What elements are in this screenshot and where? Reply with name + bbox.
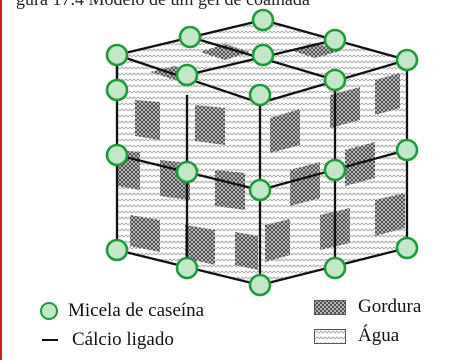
casein-micelle-node [395, 236, 419, 260]
margin-rule [0, 0, 2, 360]
casein-micelle-node [175, 63, 199, 87]
casein-micelle-node [248, 178, 272, 202]
casein-micelle-node [395, 138, 419, 162]
casein-micelle-node [251, 43, 275, 67]
casein-micelle-node [105, 43, 129, 67]
fat-swatch [314, 299, 346, 315]
casein-micelle-node [248, 83, 272, 107]
casein-micelle-node [105, 78, 129, 102]
legend-calcium: Cálcio ligado [42, 329, 174, 351]
calcium-swatch [42, 338, 58, 342]
casein-micelle-node [251, 8, 275, 32]
casein-micelle-node [178, 25, 202, 49]
legend-fat: Gordura [314, 296, 421, 318]
casein-micelle-node [105, 238, 129, 262]
casein-micelle-node [248, 273, 272, 297]
casein-micelle-node [175, 256, 199, 280]
casein-micelle-node [323, 68, 347, 92]
casein-micelle-node [105, 143, 129, 167]
legend-water: Água [314, 325, 399, 347]
legend-fat-label: Gordura [358, 296, 422, 317]
casein-micelle-node [323, 256, 347, 280]
casein-micelle-node [175, 160, 199, 184]
legend-micelle: Micela de caseína [40, 300, 204, 322]
legend-micelle-label: Micela de caseína [68, 300, 205, 321]
micelle-swatch [40, 302, 58, 320]
casein-micelle-node [395, 48, 419, 72]
legend-calcium-label: Cálcio ligado [72, 329, 174, 350]
water-swatch [314, 328, 346, 344]
legend-water-label: Água [358, 325, 400, 346]
casein-micelle-node [323, 158, 347, 182]
figure-caption: gura 17.4 Modelo de um gel de coalhada [16, 0, 475, 10]
casein-micelle-node [323, 28, 347, 52]
